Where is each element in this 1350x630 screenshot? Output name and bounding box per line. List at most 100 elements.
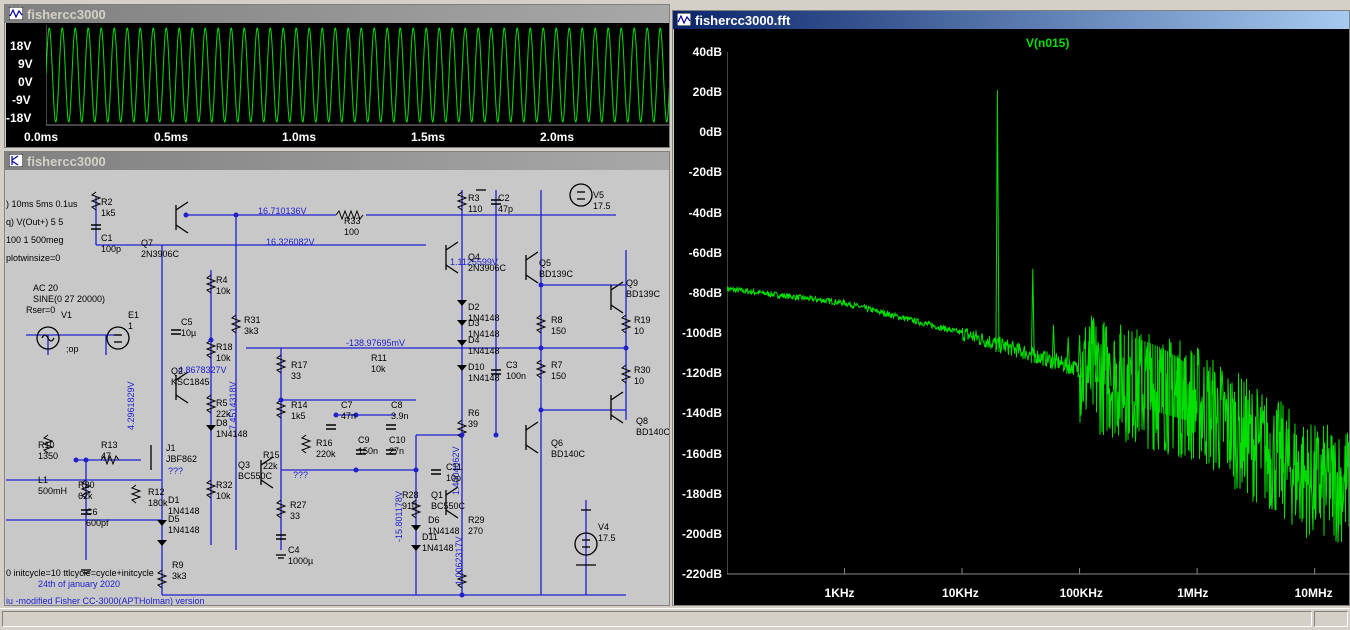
component-value-c8: 3.9n: [391, 411, 409, 421]
source-op: ;op: [66, 344, 79, 354]
status-segment: [1314, 611, 1348, 627]
component-ref-d3: D3: [468, 318, 480, 328]
component-value-q3: BC550C: [238, 471, 273, 481]
schematic-canvas[interactable]: ) 10ms 5ms 0.1us q) V(Out+) 5 5 100 1 50…: [6, 170, 670, 605]
harmonic-peak: [1077, 335, 1082, 378]
y-tick: -200dB: [681, 526, 722, 541]
schematic-icon: [9, 154, 23, 167]
component-value-j1: JBF862: [166, 454, 198, 464]
component-ref-r13: R13: [101, 440, 118, 450]
component-ref-c3: C3: [506, 360, 518, 370]
component-value-d11: 1N4148: [422, 543, 454, 553]
node-voltage: 4.8678327V: [178, 365, 227, 375]
component-ref-c2: C2: [498, 193, 510, 203]
x-tick: 10KHz: [942, 586, 979, 600]
component-value-r12: 180k: [148, 498, 168, 508]
node-voltage: 16.326082V: [266, 237, 315, 247]
component-value-r33: 100: [344, 227, 360, 237]
x-tick: 1.0ms: [282, 130, 317, 144]
component-value-c5: 10µ: [181, 328, 197, 338]
y-tick: 9V: [18, 57, 33, 71]
node-voltage: 1.0062317V: [454, 536, 464, 585]
component-ref-r8: R8: [551, 315, 563, 325]
waveform-trace: [46, 27, 669, 123]
component-value-r11: 10k: [371, 364, 386, 374]
harmonic-peak: [1030, 268, 1035, 363]
node-voltage: 16.710136V: [258, 206, 307, 216]
waveform-titlebar[interactable]: fishercc3000: [5, 5, 669, 23]
y-tick: -160dB: [681, 446, 722, 461]
component-value-r15: 22k: [263, 461, 278, 471]
component-value-q6: BD140C: [551, 449, 586, 459]
unknown-marker: ???: [293, 470, 309, 480]
component-value-c9: 150n: [358, 446, 379, 456]
y-tick: -20dB: [688, 165, 722, 180]
directive-options: plotwinsize=0: [6, 253, 61, 263]
component-ref-r15: R15: [263, 450, 280, 460]
y-tick: -18V: [6, 111, 32, 125]
component-value-r16: 220k: [316, 449, 336, 459]
component-value-r7: 150: [551, 371, 567, 381]
harmonic-peak: [1066, 337, 1071, 374]
component-value-e1: 1: [128, 321, 134, 331]
component-value-r30: 10: [634, 376, 645, 386]
component-value-r5: 22k: [216, 409, 231, 419]
harmonic-peak: [1112, 357, 1117, 388]
waveform-plot-area[interactable]: 18V 9V 0V -9V -18V 0.0ms 0.5ms 1.0ms 1.5…: [6, 23, 669, 147]
component-value-d3: 1N4148: [468, 329, 500, 339]
fft-x-tickmarks: [844, 568, 1316, 574]
component-ref-c1: C1: [101, 233, 113, 243]
component-ref-r5: R5: [216, 398, 228, 408]
node-voltage: 4.2961829V: [126, 381, 136, 430]
y-tick: -40dB: [688, 205, 722, 220]
directive-four: q) V(Out+) 5 5: [6, 217, 64, 227]
component-value-q8: BD140C: [636, 427, 670, 437]
component-ref-d4: D4: [468, 335, 480, 345]
waveform-chart: [46, 25, 669, 126]
component-ref-c8: C8: [391, 400, 403, 410]
x-tick: 10MHz: [1294, 586, 1333, 600]
component-ref-r18: R18: [216, 342, 233, 352]
component-ref-d10: D10: [468, 362, 485, 372]
component-ref-d1: D1: [168, 495, 180, 505]
schematic-drawing: [6, 183, 632, 598]
schematic-window[interactable]: fishercc3000: [4, 151, 670, 606]
harmonic-peak: [1086, 341, 1091, 380]
component-value-q1: BC550C: [431, 501, 466, 511]
fft-harmonics: [995, 90, 1187, 421]
y-tick: -220dB: [681, 567, 722, 581]
schematic-titlebar[interactable]: fishercc3000: [5, 152, 669, 170]
fft-noise-trace: [727, 285, 1349, 543]
trace-label[interactable]: V(n015): [1026, 36, 1070, 50]
fft-title: fishercc3000.fft: [695, 12, 791, 28]
component-value-v4: 17.5: [598, 533, 616, 543]
component-ref-d11: D11: [422, 532, 438, 542]
node-voltage: -138.97695mV: [346, 338, 406, 348]
y-tick: 0V: [18, 75, 33, 89]
component-ref-r6: R6: [468, 408, 480, 418]
waveform-title: fishercc3000: [27, 6, 106, 22]
component-ref-r29: R29: [468, 515, 485, 525]
component-value-l1: 500mH: [38, 486, 68, 496]
spice-directives: ) 10ms 5ms 0.1us q) V(Out+) 5 5 100 1 50…: [6, 198, 78, 265]
y-tick: -180dB: [681, 486, 722, 501]
component-ref-r27: R27: [290, 500, 307, 510]
component-value-c4: 1000µ: [288, 556, 314, 566]
component-value-v5: 17.5: [593, 201, 611, 211]
component-value-d5: 1N4148: [168, 525, 200, 535]
source-sine: SINE(0 27 20000): [33, 294, 106, 304]
node-voltage: 1.1125599V: [450, 257, 498, 267]
component-value-r10: 1350: [38, 451, 59, 461]
component-value-c2: 47p: [498, 204, 514, 214]
component-ref-q5: Q5: [539, 258, 552, 268]
component-ref-c7: C7: [341, 400, 353, 410]
fft-titlebar[interactable]: fishercc3000.fft: [673, 11, 1349, 29]
y-tick: 40dB: [692, 45, 722, 59]
waveform-window[interactable]: fishercc3000 18V 9V 0V -9V -18V 0.0ms 0.…: [4, 4, 670, 148]
component-value-d2: 1N4148: [468, 313, 500, 323]
component-ref-d6: D6: [428, 515, 440, 525]
component-ref-q7: Q7: [141, 238, 154, 248]
waveform-icon: [9, 7, 23, 20]
